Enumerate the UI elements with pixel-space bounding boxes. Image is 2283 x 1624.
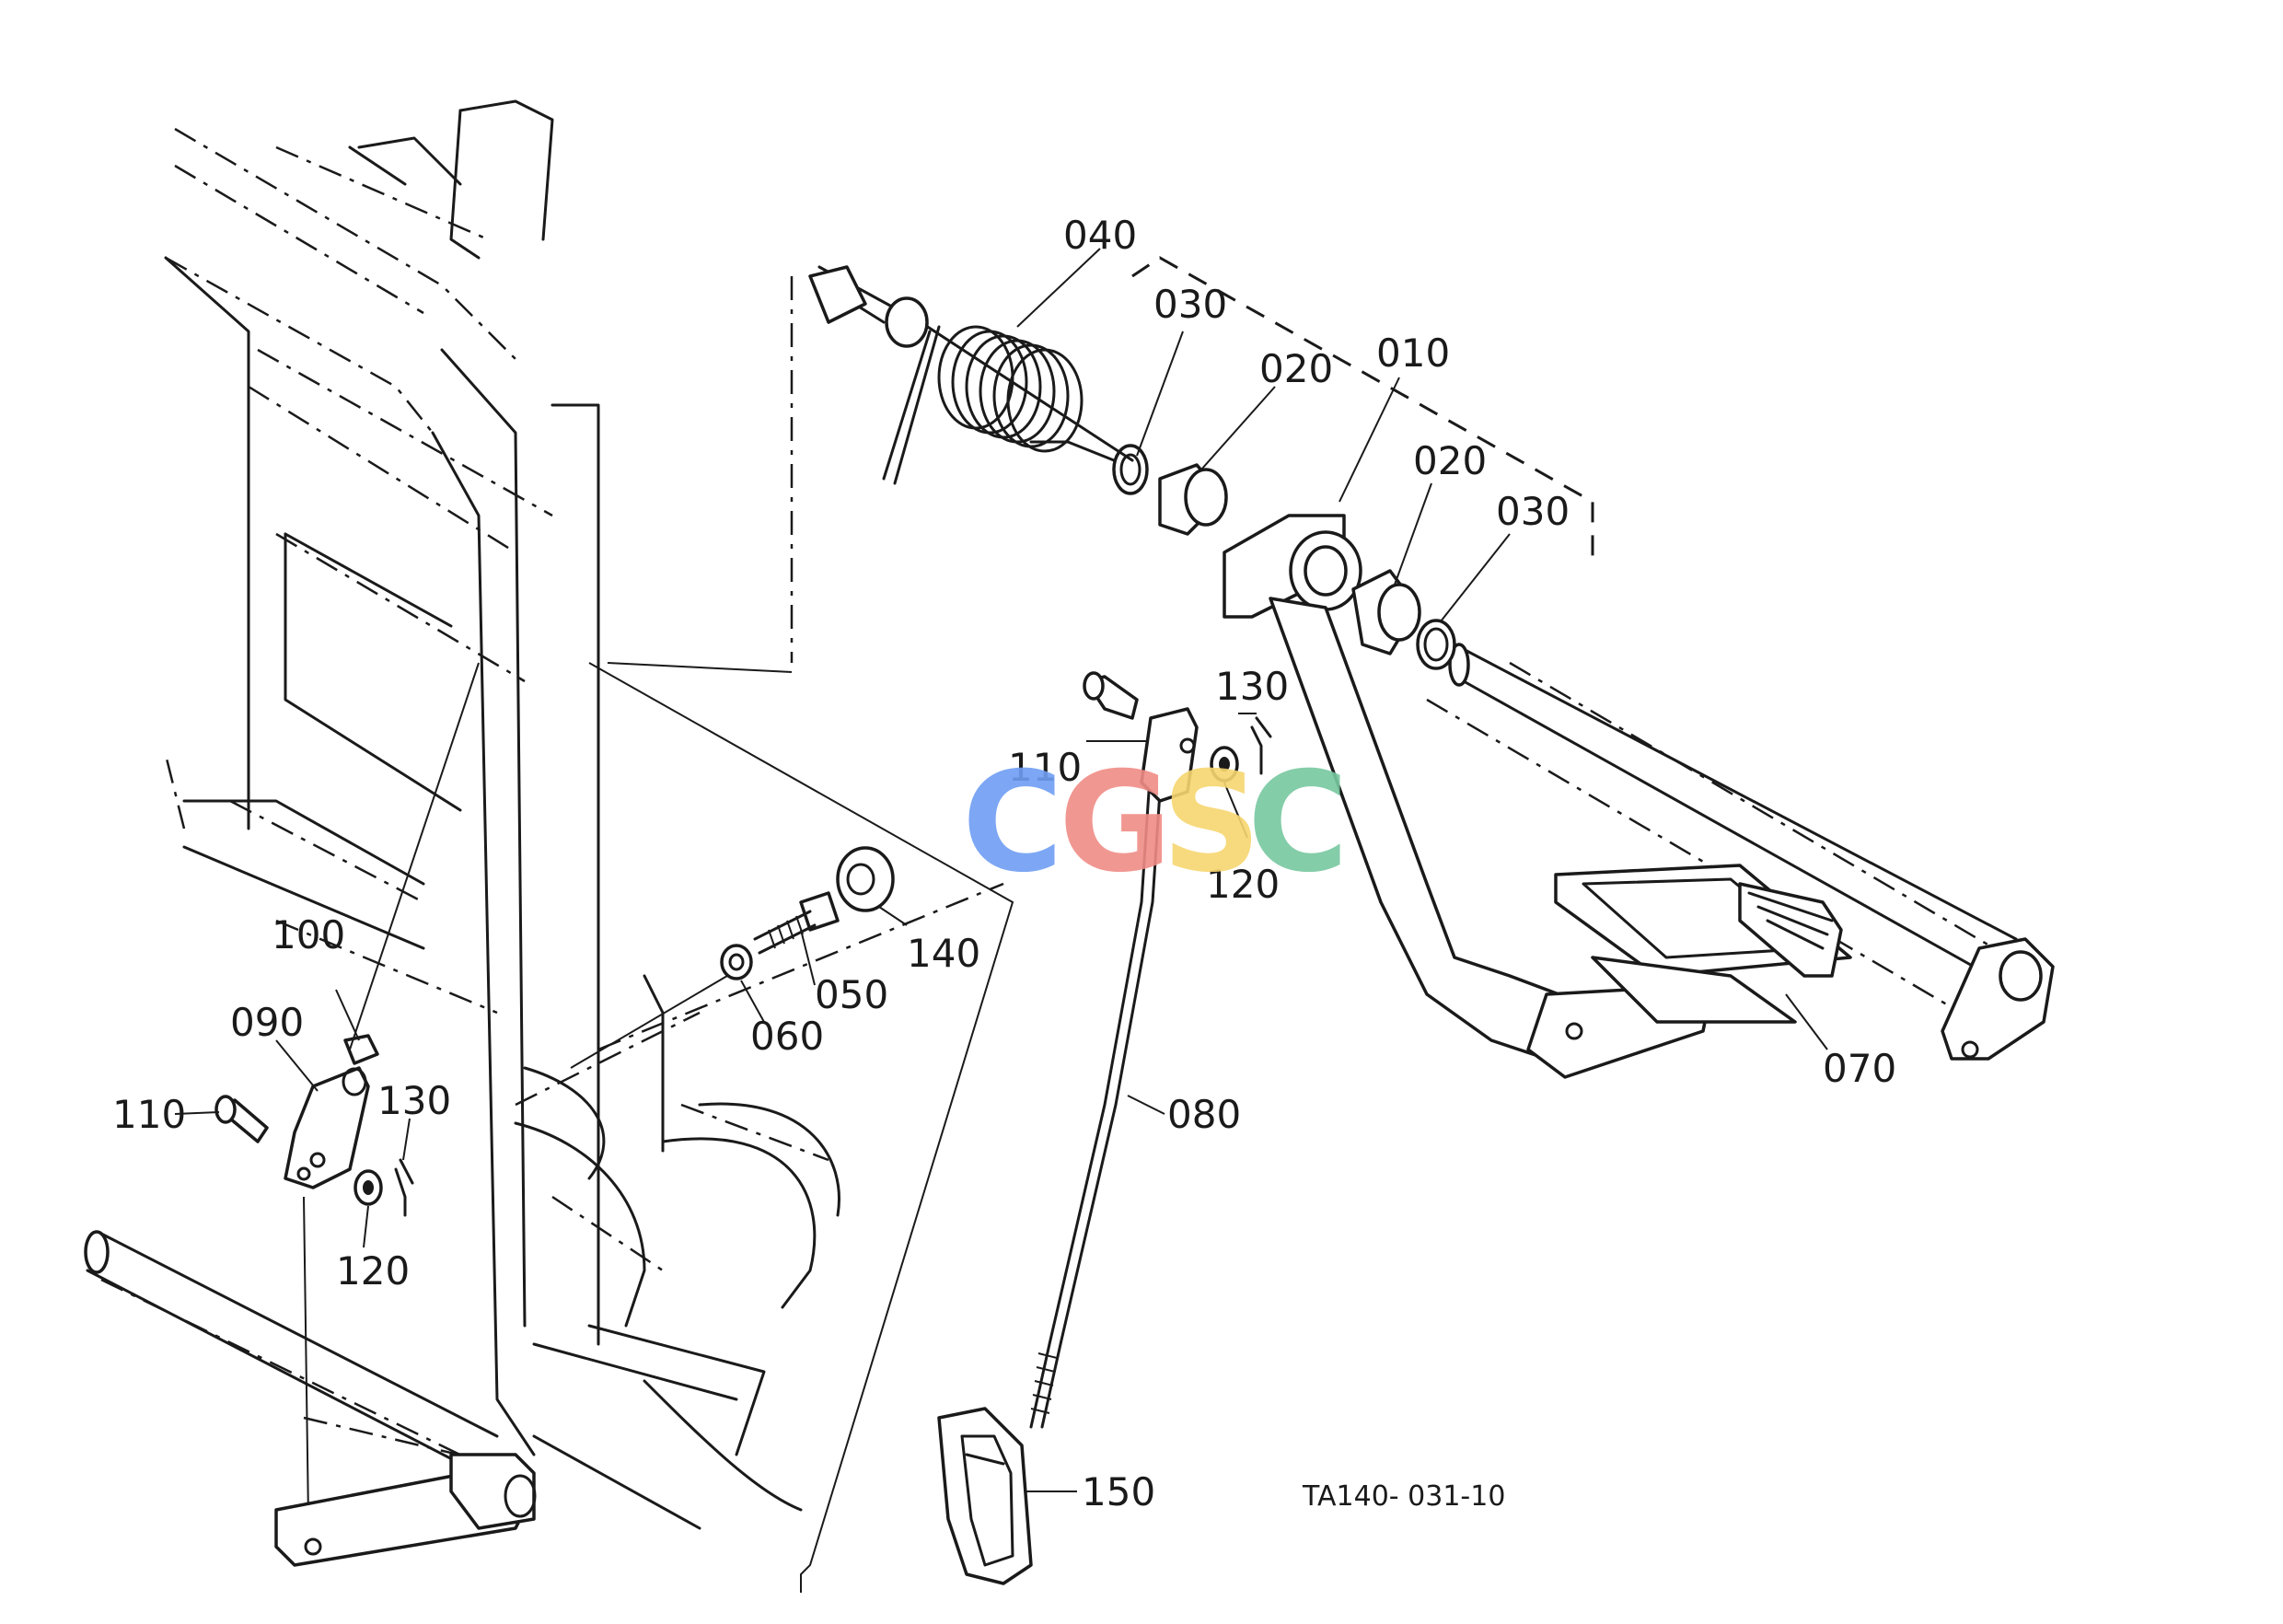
watermark-letter-c2: C [1247,743,1349,903]
callout-120: 120 [1206,862,1280,907]
callout-100: 100 [272,912,345,957]
detail-outline [588,662,1014,1593]
callout-110: 110 [1008,745,1082,790]
watermark-letter-s: S [1162,743,1261,903]
watermark-logo: C G S C [962,743,1349,903]
callout-120-left: 120 [336,1248,410,1293]
callout-130: 130 [1215,664,1289,709]
watermark-letter-c1: C [962,743,1063,903]
detail-outline-2 [607,662,793,673]
callout-060: 060 [750,1014,824,1059]
lower-linkage [214,662,480,1520]
cross-shaft [84,1230,537,1567]
callout-020-right: 020 [1413,438,1487,483]
callout-070: 070 [1823,1046,1896,1091]
leader-lines [174,248,1828,1492]
callout-030-right: 030 [1496,489,1570,534]
dust-boot [937,1407,1033,1585]
callout-090: 090 [230,1000,304,1045]
assembly-bracket [1131,256,1594,562]
callout-040: 040 [1063,213,1137,258]
callout-140: 140 [907,931,980,976]
return-spring [808,265,1134,485]
callout-080: 080 [1167,1092,1241,1137]
stopper-bolt [570,846,895,1069]
pushrod [1029,671,1272,1429]
callout-110-left: 110 [112,1092,186,1137]
callout-010: 010 [1376,331,1450,376]
callout-020: 020 [1259,346,1333,391]
callout-150: 150 [1082,1469,1155,1514]
drawing-reference-code: TA140- 031-10 [1302,1480,1505,1513]
callout-labels: 040 030 020 010 020 030 130 110 120 140 … [112,213,1896,1514]
bushings [1112,444,1456,670]
callout-050: 050 [815,972,888,1017]
pedal-pad [1554,864,1852,1024]
pedal-shaft [1448,643,2055,1061]
body-panel [164,99,840,1530]
callout-030: 030 [1153,282,1227,327]
spring-coils [937,325,1084,453]
watermark-letter-g: G [1059,743,1172,903]
callout-130-left: 130 [377,1078,451,1123]
